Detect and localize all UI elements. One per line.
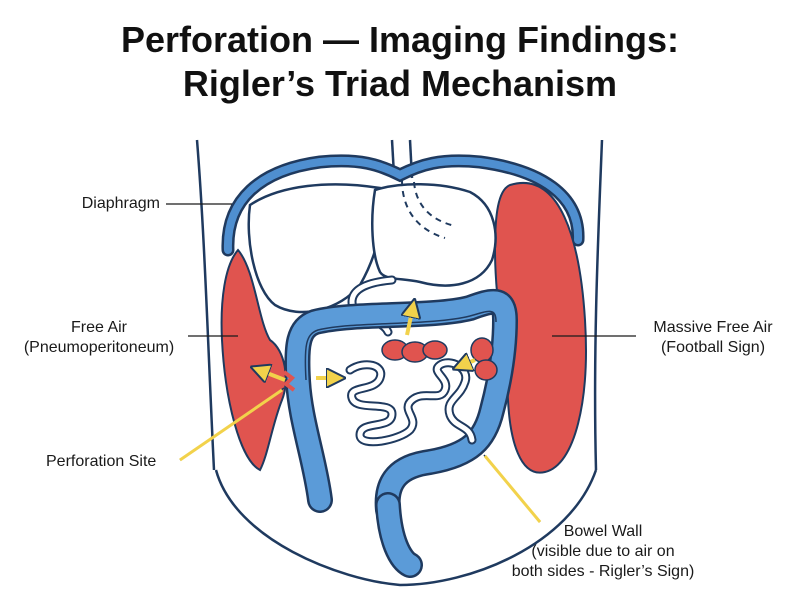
air-flow-arrows (254, 302, 476, 380)
pointer-bowel-wall-yellow (483, 455, 542, 523)
colon-gas-left (381, 339, 448, 363)
right-flank-line (593, 139, 604, 471)
title-line-2: Rigler’s Triad Mechanism (182, 63, 618, 104)
label-massive-free-air: Massive Free Air (Football Sign) (653, 319, 773, 356)
label-diaphragm: Diaphragm (81, 195, 160, 212)
sigmoid-colon-fill (377, 494, 421, 576)
colon (284, 288, 518, 578)
page-title: Perforation — Imaging Findings: Rigler’s… (0, 18, 800, 106)
colon-inner-line (304, 310, 497, 381)
perforation-site (282, 370, 296, 392)
label-free-air: Free Air (Pneumoperitoneum) (23, 319, 175, 356)
pointer-arrows (179, 387, 542, 523)
small-bowel-lumen (347, 360, 475, 445)
colon-gas-right (470, 337, 498, 381)
free-air-left (220, 248, 287, 472)
pelvis-outline (214, 469, 598, 587)
liver (247, 183, 384, 314)
arrow-from-right (456, 360, 476, 368)
arrow-up-stomach (407, 302, 414, 336)
stomach (371, 183, 497, 287)
arrow-to-left-air (254, 368, 286, 380)
label-perforation-site: Perforation Site (46, 453, 157, 470)
label-bowel-wall: Bowel Wall (visible due to air on both s… (511, 523, 695, 580)
body-outline (195, 139, 604, 587)
stomach-dashed-2 (413, 181, 456, 227)
title-line-1: Perforation — Imaging Findings: (121, 19, 679, 60)
diaphragm-fill (223, 156, 583, 254)
stomach-dashed (401, 179, 446, 239)
colon-fill (286, 291, 516, 521)
leader-lines (166, 203, 636, 337)
pointer-perforation-yellow (179, 388, 283, 462)
left-flank-line (195, 139, 216, 471)
